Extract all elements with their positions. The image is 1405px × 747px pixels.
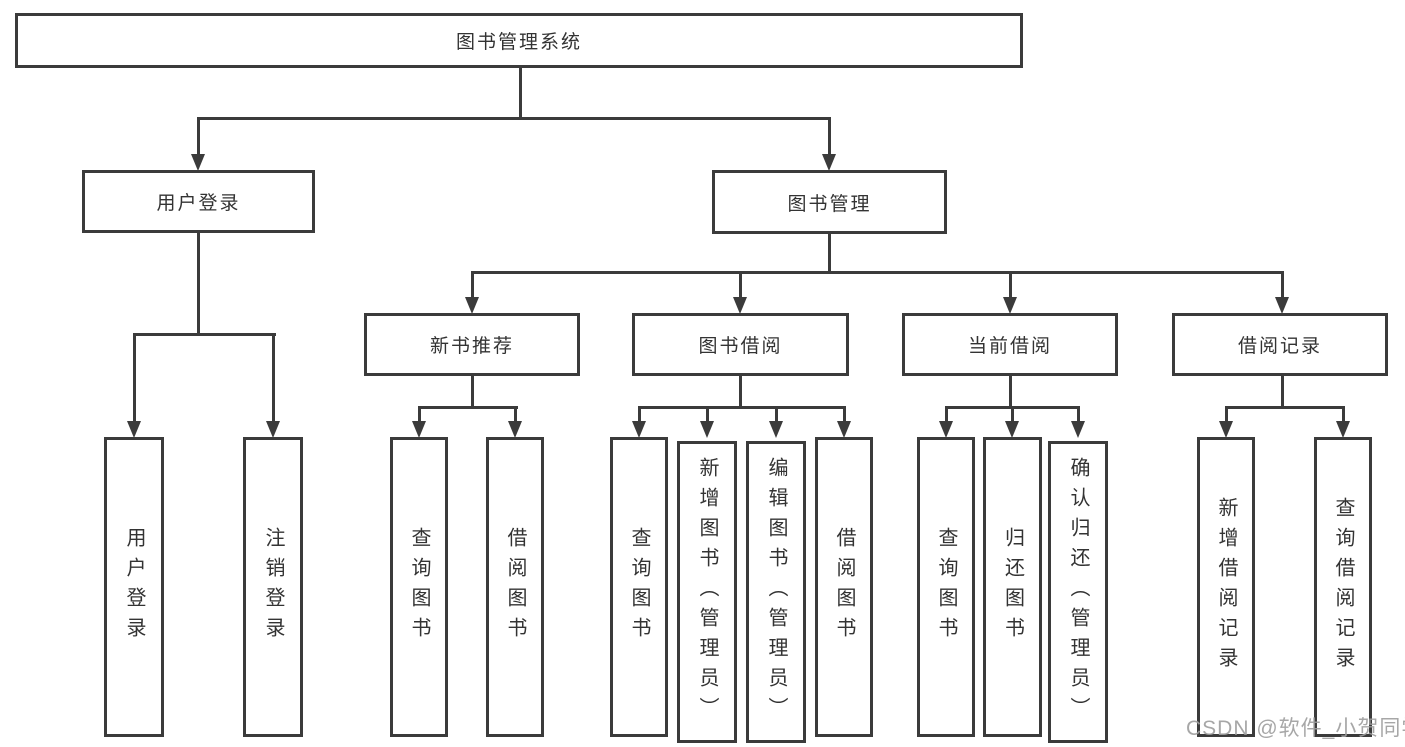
connector-line — [945, 406, 948, 423]
connector-line — [514, 406, 517, 423]
arrow-down-icon — [127, 421, 141, 438]
connector-line — [638, 406, 846, 409]
connector-line — [1009, 374, 1012, 408]
connector-line — [1342, 406, 1345, 423]
arrow-down-icon — [1003, 297, 1017, 314]
arrow-down-icon — [822, 154, 836, 171]
connector-line — [197, 117, 200, 156]
node-new-book-recommend: 新书推荐 — [364, 313, 580, 376]
node-label: 用户登录 — [156, 193, 241, 214]
connector-line — [418, 406, 421, 423]
arrow-down-icon — [191, 154, 205, 171]
node-add-borrow-record: 新增借阅记录 — [1197, 437, 1255, 737]
node-edit-books-admin: 编辑图书（管理员） — [746, 441, 806, 743]
node-label: 借阅图书 — [833, 527, 855, 647]
connector-line — [471, 271, 1284, 274]
connector-line — [775, 406, 778, 423]
arrow-down-icon — [1005, 421, 1019, 438]
node-confirm-return-admin: 确认归还（管理员） — [1048, 441, 1108, 743]
node-borrow-records: 借阅记录 — [1172, 313, 1388, 376]
node-label: 注销登录 — [262, 527, 284, 647]
arrow-down-icon — [1071, 421, 1085, 438]
node-library-management-system: 图书管理系统 — [15, 13, 1023, 68]
arrow-down-icon — [700, 421, 714, 438]
node-user-login-action: 用户登录 — [104, 437, 164, 737]
connector-line — [706, 406, 709, 423]
node-label: 借阅记录 — [1237, 336, 1322, 357]
node-add-books-admin: 新增图书（管理员） — [677, 441, 737, 743]
connector-line — [1077, 406, 1080, 423]
node-label: 借阅图书 — [504, 527, 526, 647]
node-label: 新增借阅记录 — [1215, 497, 1237, 677]
node-label: 用户登录 — [123, 527, 145, 647]
node-book-borrow: 图书借阅 — [632, 313, 849, 376]
node-label: 图书管理系统 — [455, 32, 582, 53]
connector-line — [1281, 374, 1284, 408]
node-label: 图书管理 — [787, 193, 872, 215]
arrow-down-icon — [939, 421, 953, 438]
connector-line — [843, 406, 846, 423]
connector-line — [739, 271, 742, 299]
arrow-down-icon — [412, 421, 426, 438]
node-logout-action: 注销登录 — [243, 437, 303, 737]
arrow-down-icon — [1219, 421, 1233, 438]
node-current-borrow: 当前借阅 — [902, 313, 1118, 376]
node-borrow-books: 借阅图书 — [815, 437, 873, 737]
node-return-books: 归还图书 — [983, 437, 1042, 737]
node-label: 编辑图书（管理员） — [765, 457, 787, 727]
node-label: 新书推荐 — [429, 336, 514, 357]
connector-line — [1225, 406, 1345, 409]
node-query-books: 查询图书 — [917, 437, 975, 737]
connector-line — [828, 232, 831, 274]
node-label: 当前借阅 — [967, 336, 1052, 357]
arrow-down-icon — [733, 297, 747, 314]
connector-line — [418, 406, 518, 409]
connector-line — [471, 271, 474, 299]
connector-line — [197, 117, 831, 120]
node-label: 查询借阅记录 — [1332, 497, 1354, 677]
connector-line — [828, 117, 831, 156]
node-query-books: 查询图书 — [610, 437, 668, 737]
arrow-down-icon — [769, 421, 783, 438]
arrow-down-icon — [266, 421, 280, 438]
node-label: 新增图书（管理员） — [696, 457, 718, 727]
connector-line — [519, 66, 522, 119]
arrow-down-icon — [632, 421, 646, 438]
connector-line — [471, 374, 474, 408]
node-label: 查询图书 — [408, 527, 430, 647]
connector-line — [1225, 406, 1228, 423]
node-user-login: 用户登录 — [82, 170, 315, 233]
connector-line — [1281, 271, 1284, 299]
node-borrow-books: 借阅图书 — [486, 437, 544, 737]
arrow-down-icon — [1275, 297, 1289, 314]
node-book-management: 图书管理 — [712, 170, 947, 234]
node-label: 查询图书 — [628, 527, 650, 647]
arrow-down-icon — [508, 421, 522, 438]
connector-line — [272, 333, 275, 423]
node-label: 确认归还（管理员） — [1067, 457, 1089, 727]
node-query-borrow-record: 查询借阅记录 — [1314, 437, 1372, 737]
connector-line — [1009, 271, 1012, 299]
arrow-down-icon — [837, 421, 851, 438]
node-query-books: 查询图书 — [390, 437, 448, 737]
connector-line — [1011, 406, 1014, 423]
connector-line — [133, 333, 276, 336]
csdn-watermark: CSDN @软件_小贺同学 — [1186, 717, 1405, 740]
node-label: 图书借阅 — [698, 336, 783, 357]
connector-line — [739, 374, 742, 408]
node-label: 查询图书 — [935, 527, 957, 647]
connector-line — [133, 333, 136, 423]
arrow-down-icon — [1336, 421, 1350, 438]
connector-line — [638, 406, 641, 423]
node-label: 归还图书 — [1001, 527, 1024, 647]
connector-line — [197, 231, 200, 335]
arrow-down-icon — [465, 297, 479, 314]
